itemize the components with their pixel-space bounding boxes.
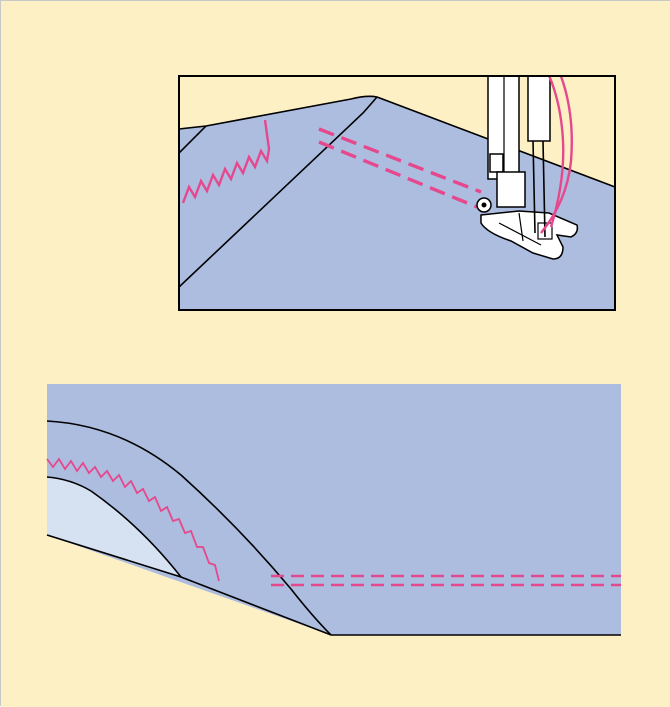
hem-edge-curve xyxy=(46,476,182,578)
twin-stitch-line-1 xyxy=(318,127,482,194)
zigzag-stitch xyxy=(181,119,271,204)
hem-zigzag-stitch xyxy=(46,457,220,582)
finished-hem-result xyxy=(46,384,621,636)
thread-icon xyxy=(540,76,573,234)
fabric-bottom-edge xyxy=(46,534,621,636)
folded-hem-edge xyxy=(179,125,207,154)
fabric-main xyxy=(47,384,621,635)
presser-foot-icon xyxy=(476,76,579,260)
sewing-machine-detail xyxy=(178,75,616,311)
twin-stitch-line-2 xyxy=(318,140,478,209)
detail-frame xyxy=(178,75,616,311)
fold-line xyxy=(179,96,378,288)
hem-fold-curve xyxy=(46,420,332,636)
fabric-underside xyxy=(47,477,181,577)
needle-icon xyxy=(532,140,546,238)
